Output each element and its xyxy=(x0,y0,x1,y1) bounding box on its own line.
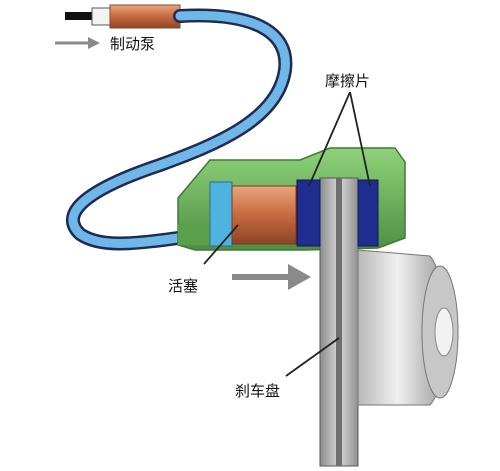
hose-fitting-white xyxy=(91,7,111,26)
master-cylinder xyxy=(65,4,181,29)
label-brake-disc: 刹车盘 xyxy=(235,382,280,400)
brake-disc-pointer xyxy=(285,337,340,377)
piston xyxy=(231,185,297,245)
arrow-right-icon xyxy=(232,264,311,290)
hose-end-black xyxy=(65,12,93,20)
brake-disc-center-groove xyxy=(336,178,342,466)
wheel-hub xyxy=(357,249,459,406)
brake-pad-outer xyxy=(357,179,379,247)
label-master-cylinder: 制动泵 xyxy=(110,35,155,53)
arrow-right-icon xyxy=(55,37,100,49)
piston-pointer xyxy=(203,224,239,265)
brake-pad-inner xyxy=(296,179,321,247)
brake-hose xyxy=(68,10,290,248)
label-piston: 活塞 xyxy=(168,277,198,295)
master-cylinder-body xyxy=(109,4,181,29)
hub-center xyxy=(434,307,454,357)
label-brake-pads: 摩擦片 xyxy=(325,72,370,90)
caliper-inner-lip xyxy=(178,224,218,245)
brake-pads-pointers xyxy=(308,91,371,187)
